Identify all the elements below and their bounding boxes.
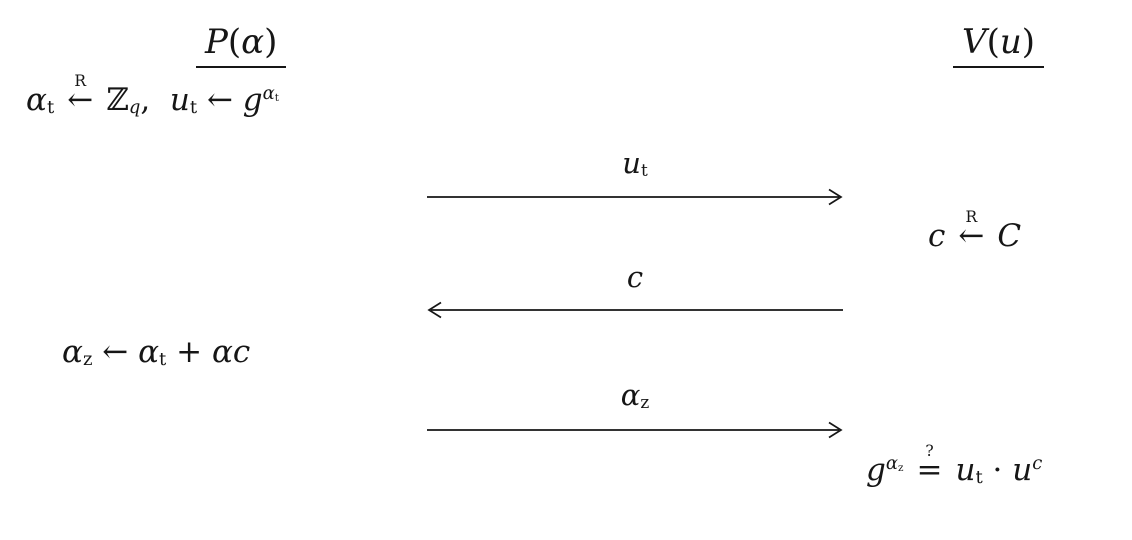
message-label-ut: ut xyxy=(622,146,648,181)
message-arrow-c-left xyxy=(425,299,845,321)
message-arrow-alpha-z-right xyxy=(425,419,845,441)
verifier-header: V(u) xyxy=(953,22,1044,68)
message-arrow-ut-right xyxy=(425,186,845,208)
prover-header: P(α) xyxy=(196,22,287,68)
prover-response-formula: αz ← αt + αc xyxy=(62,334,251,371)
message-label-alpha-z: αz xyxy=(620,378,650,413)
message-label-c: c xyxy=(626,260,644,294)
verifier-check-formula: gαz?=ut · uc xyxy=(866,441,1043,489)
